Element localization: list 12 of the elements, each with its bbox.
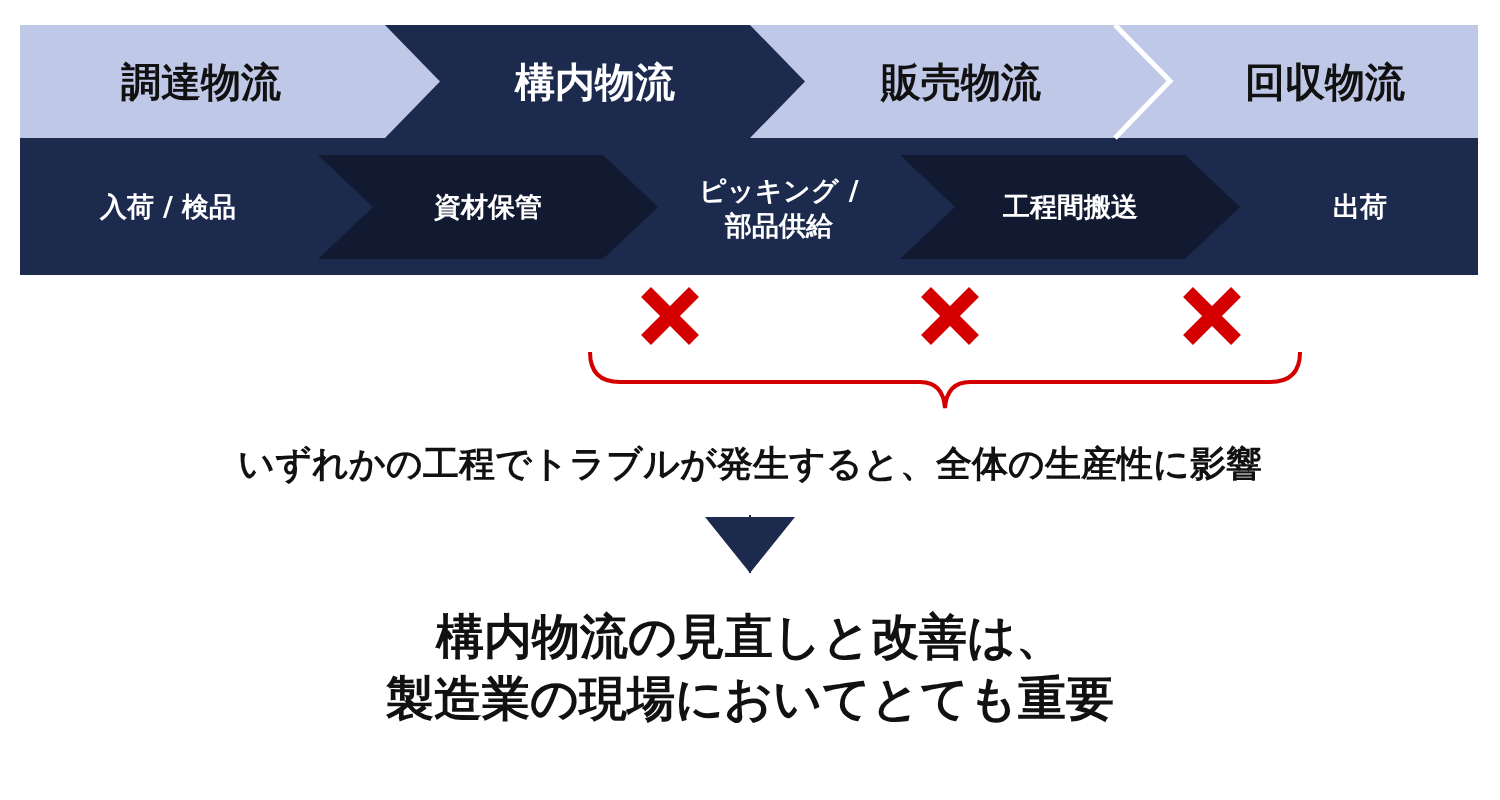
- stage-label: 調達物流: [120, 57, 282, 107]
- step-label: 入荷 / 検品: [98, 190, 238, 225]
- stage-label: 販売物流: [879, 57, 1042, 107]
- arrow: [705, 514, 795, 574]
- note-text: いずれかの工程でトラブルが発生すると、全体の生産性に影響: [237, 441, 1263, 486]
- step-label: ピッキング / 部品供給: [698, 173, 860, 243]
- stage-label: 構内物流: [513, 57, 676, 107]
- stage-label: 回収物流: [1244, 57, 1406, 107]
- conclusion-text: 構内物流の見直しと改善は、製造業の現場においてとても重要: [385, 606, 1115, 728]
- step-label: 資材保管: [433, 190, 543, 225]
- step-label: 出荷: [1332, 190, 1388, 225]
- step-label: 工程間搬送: [1001, 190, 1139, 225]
